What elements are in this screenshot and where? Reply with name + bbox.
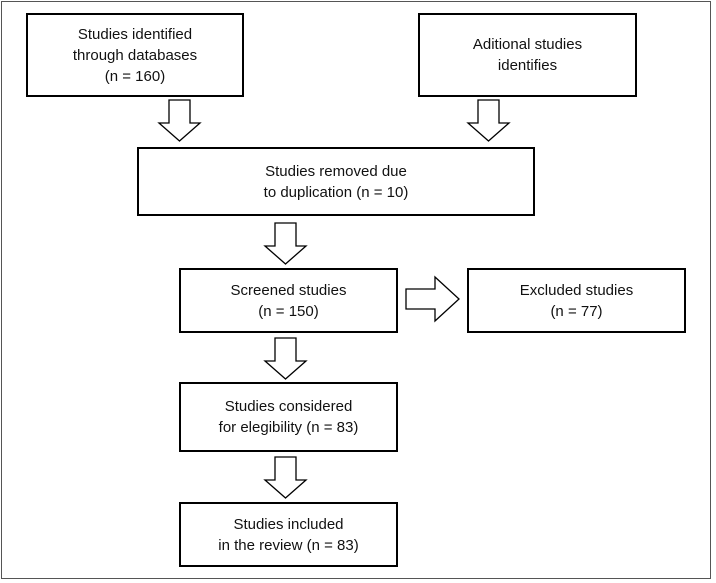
arrow-screened-to-eligibility <box>263 337 308 380</box>
box-identified: Studies identified through databases (n … <box>26 13 244 97</box>
box-screened-label: Screened studies (n = 150) <box>230 281 347 320</box>
box-included: Studies included in the review (n = 83) <box>179 502 398 567</box>
box-removed: Studies removed due to duplication (n = … <box>137 147 535 216</box>
box-screened: Screened studies (n = 150) <box>179 268 398 333</box>
box-excluded-label: Excluded studies (n = 77) <box>519 281 634 320</box>
box-removed-label: Studies removed due to duplication (n = … <box>263 162 409 201</box>
box-excluded: Excluded studies (n = 77) <box>467 268 686 333</box>
arrow-additional-to-removed <box>466 99 511 142</box>
box-included-label: Studies included in the review (n = 83) <box>218 515 359 554</box>
box-additional: Aditional studies identifies <box>418 13 637 97</box>
box-eligibility: Studies considered for elegibility (n = … <box>179 382 398 452</box>
arrow-screened-to-excluded <box>405 275 460 323</box>
arrow-eligibility-to-included <box>263 456 308 499</box>
box-identified-label: Studies identified through databases (n … <box>72 25 198 85</box>
box-additional-label: Aditional studies identifies <box>472 36 583 74</box>
arrow-identified-to-removed <box>157 99 202 142</box>
arrow-removed-to-screened <box>263 222 308 265</box>
box-eligibility-label: Studies considered for elegibility (n = … <box>218 398 359 436</box>
